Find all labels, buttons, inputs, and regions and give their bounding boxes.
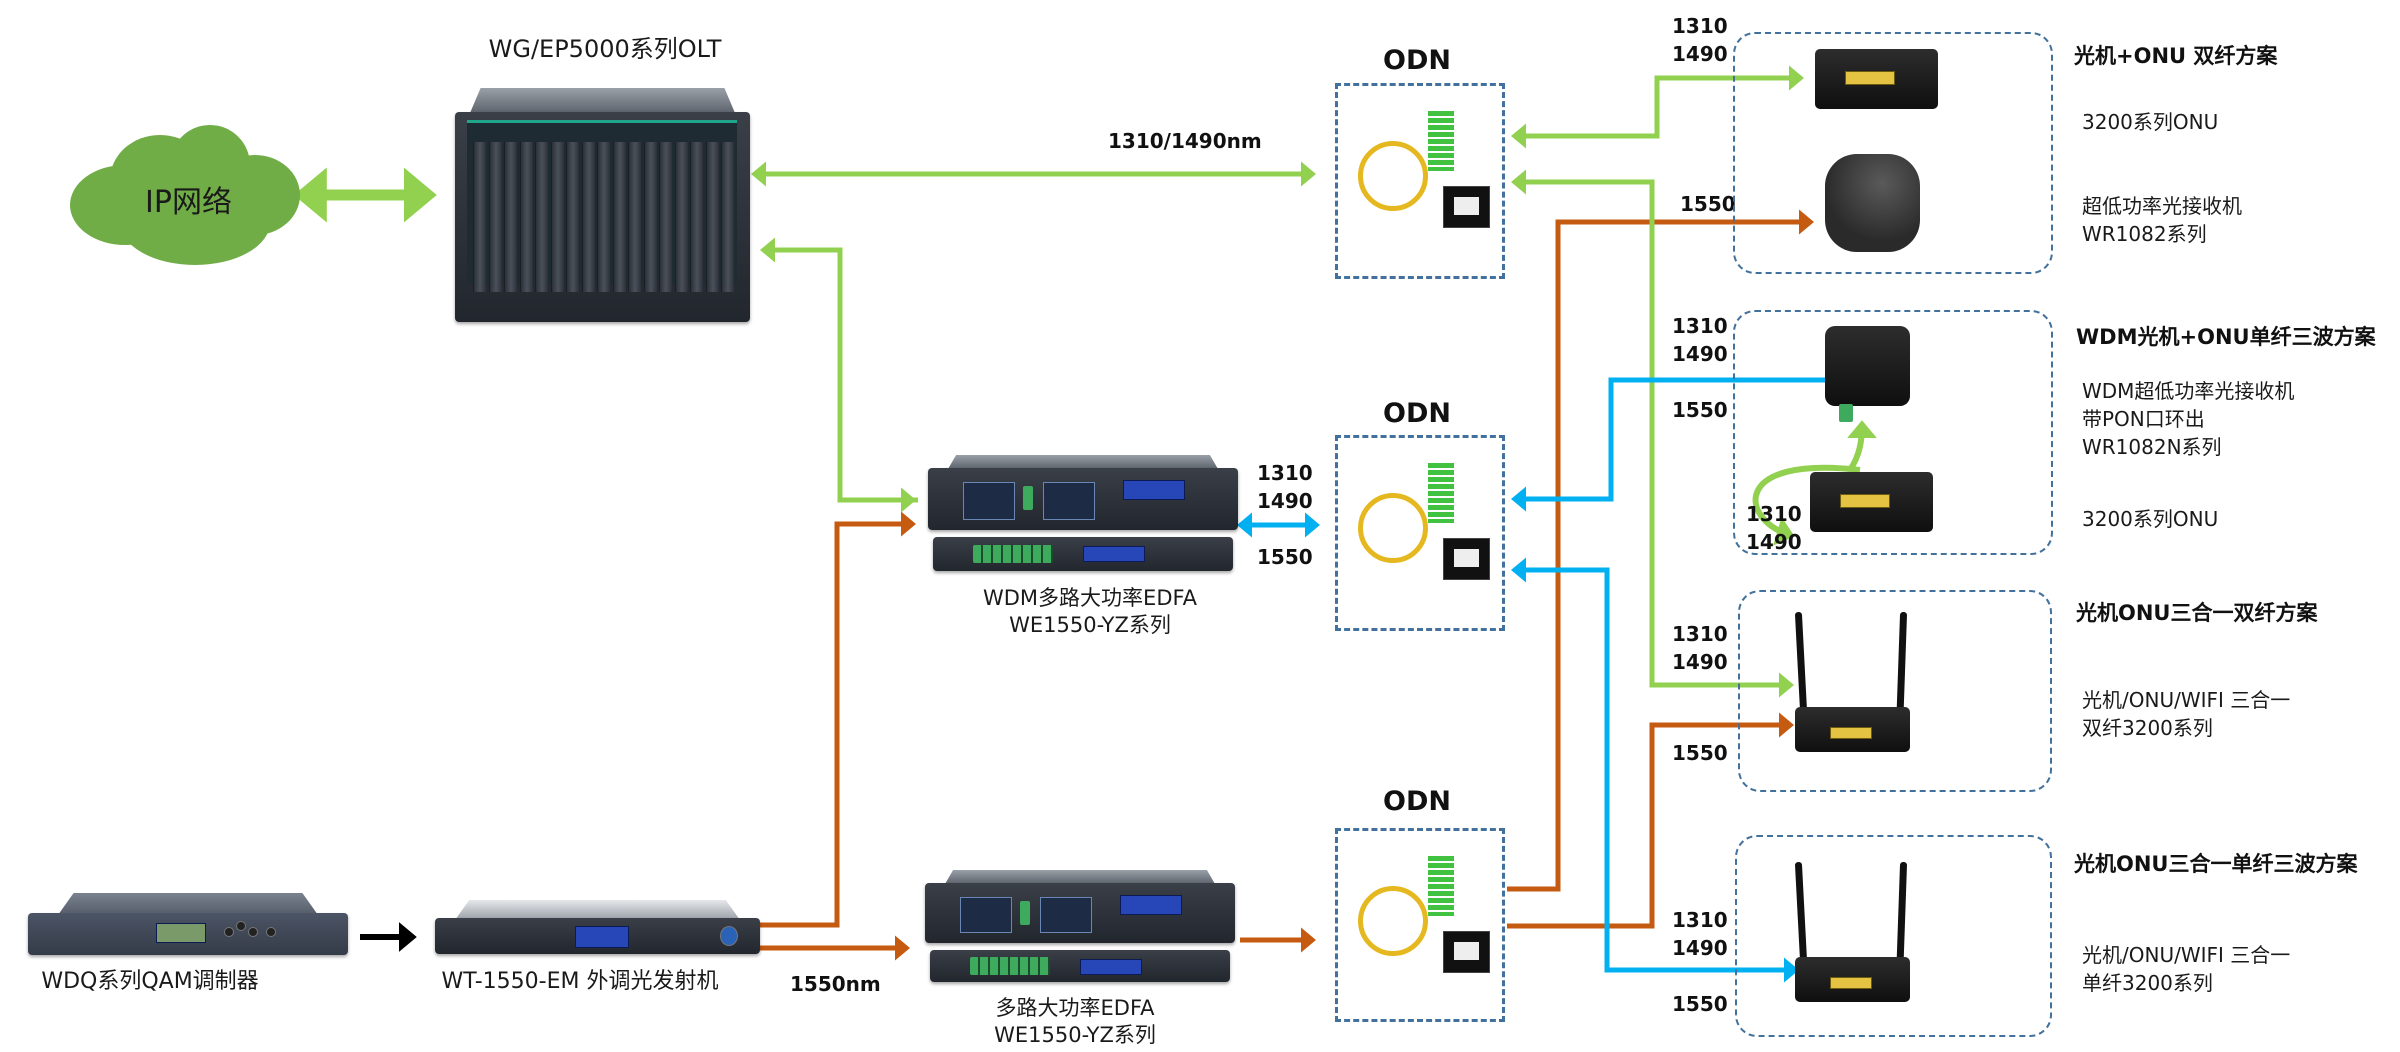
transmitter-label: WT-1550-EM 外调光发射机	[441, 969, 719, 994]
panel4-wl-1490: 1490	[1672, 936, 1728, 960]
panel2-wl-1310: 1310	[1672, 314, 1728, 338]
odn-middle-box	[1335, 435, 1505, 631]
wdm-edfa-icon	[928, 455, 1238, 575]
panel1-desc-receiver: 超低功率光接收机 WR1082系列	[2082, 192, 2242, 248]
olt-slot-card	[566, 142, 579, 292]
olt-slot-card	[721, 142, 734, 292]
panel4-desc: 光机/ONU/WIFI 三合一 单纤3200系列	[2082, 941, 2290, 997]
panel2-receiver-desc-line2: 带PON口环出	[2082, 407, 2205, 431]
panel2-title: WDM光机+ONU单纤三波方案	[2076, 325, 2376, 349]
wdm-edfa-wl-1310: 1310	[1257, 461, 1313, 485]
odn-top-box	[1335, 83, 1505, 279]
panel1-receiver-desc-line2: WR1082系列	[2082, 222, 2207, 246]
link-label-olt-odn: 1310/1490nm	[1108, 129, 1262, 153]
wire-olt-wdm-edfa	[760, 237, 918, 503]
optical-transmitter-icon	[435, 900, 760, 956]
plc-splitter-icon	[1358, 856, 1490, 996]
solution-panel-2	[1733, 310, 2053, 555]
panel4-desc-line2: 单纤3200系列	[2082, 971, 2213, 995]
wdm-edfa-wl-1490: 1490	[1257, 489, 1313, 513]
wire-odn-mid-router2	[1511, 557, 1799, 983]
link-label-tx-edfa: 1550nm	[790, 972, 881, 996]
edfa-label-2: WE1550-YZ系列	[994, 1023, 1156, 1047]
panel1-wl-1490: 1490	[1672, 42, 1728, 66]
olt-slot-card	[550, 142, 564, 292]
wire-onu-wdm-receiver	[1846, 420, 1877, 472]
panel2-inner-wl-1310: 1310	[1746, 502, 1802, 526]
solution-panel-4	[1735, 835, 2052, 1037]
panel2-inner-wl-1490: 1490	[1746, 530, 1802, 554]
olt-chassis-icon	[455, 88, 750, 323]
panel2-wl-1550: 1550	[1672, 398, 1728, 422]
ip-network-label: IP网络	[145, 185, 232, 220]
olt-slot-card	[473, 142, 486, 292]
edfa-icon	[925, 870, 1235, 985]
panel3-desc-line1: 光机/ONU/WIFI 三合一	[2082, 688, 2291, 712]
wdm-edfa-label-1: WDM多路大功率EDFA	[982, 586, 1198, 610]
optical-receiver-icon	[1825, 154, 1920, 252]
panel1-wl-1310: 1310	[1672, 14, 1728, 38]
panel4-desc-line1: 光机/ONU/WIFI 三合一	[2082, 943, 2291, 967]
wire-odn-top-onu1	[1511, 65, 1804, 149]
olt-slot-card	[612, 142, 626, 292]
wifi-router-icon	[1790, 611, 1915, 762]
olt-slot-card	[628, 142, 641, 292]
odn-middle-label: ODN	[1383, 398, 1451, 429]
olt-slot-card	[488, 142, 502, 292]
panel1-desc-onu: 3200系列ONU	[2082, 108, 2218, 136]
panel1-wl-1550: 1550	[1680, 192, 1736, 216]
panel2-receiver-desc-line3: WR1082N系列	[2082, 435, 2222, 459]
wire-odn-mid-wdm-receiver	[1511, 367, 1899, 512]
plc-splitter-icon	[1358, 111, 1490, 251]
qam-modulator-icon	[28, 893, 348, 957]
panel3-desc: 光机/ONU/WIFI 三合一 双纤3200系列	[2082, 686, 2290, 742]
panel1-onu-desc-line: 3200系列ONU	[2082, 110, 2219, 134]
wire-tx-wdm-edfa	[760, 511, 916, 928]
wdm-edfa-wl-1550: 1550	[1257, 545, 1313, 569]
panel2-desc-receiver: WDM超低功率光接收机 带PON口环出 WR1082N系列	[2082, 377, 2294, 461]
odn-bottom-box	[1335, 828, 1505, 1022]
qam-modulator-label: WDQ系列QAM调制器	[41, 969, 259, 994]
onu-icon	[1810, 472, 1933, 532]
solution-panel-3	[1738, 590, 2052, 792]
panel1-title: 光机+ONU 双纤方案	[2074, 44, 2278, 68]
olt-slot-card	[504, 142, 517, 292]
solution-panel-1	[1733, 32, 2053, 274]
panel3-wl-1490: 1490	[1672, 650, 1728, 674]
panel3-wl-1550: 1550	[1672, 741, 1728, 765]
olt-slot-card	[690, 142, 703, 292]
olt-slot-card	[519, 142, 533, 292]
panel3-desc-line2: 双纤3200系列	[2082, 716, 2213, 740]
panel4-wl-1550: 1550	[1672, 992, 1728, 1016]
plc-splitter-icon	[1358, 463, 1490, 603]
olt-slot-card	[643, 142, 657, 292]
odn-top-label: ODN	[1383, 45, 1451, 76]
wdm-edfa-label-2: WE1550-YZ系列	[1009, 613, 1171, 637]
panel3-wl-1310: 1310	[1672, 622, 1728, 646]
edfa-label-1: 多路大功率EDFA	[995, 996, 1155, 1020]
panel1-receiver-desc-line1: 超低功率光接收机	[2082, 194, 2242, 218]
olt-slot-card	[535, 142, 548, 292]
panel4-title: 光机ONU三合一单纤三波方案	[2074, 852, 2358, 876]
ip-network-cloud: IP网络	[70, 125, 310, 265]
odn-bottom-label: ODN	[1383, 786, 1451, 817]
panel2-wl-1490: 1490	[1672, 342, 1728, 366]
olt-slot-card	[597, 142, 610, 292]
olt-slot-card	[581, 142, 595, 292]
onu-icon	[1815, 49, 1938, 109]
panel4-wl-1310: 1310	[1672, 908, 1728, 932]
wifi-router-icon	[1790, 861, 1915, 1012]
wdm-receiver-icon	[1825, 326, 1910, 422]
olt-slot-card	[674, 142, 688, 292]
panel2-receiver-desc-line1: WDM超低功率光接收机	[2082, 379, 2295, 403]
panel2-desc-onu: 3200系列ONU	[2082, 505, 2218, 533]
wire-wdm-receiver-onu	[1752, 464, 1861, 546]
panel3-title: 光机ONU三合一双纤方案	[2076, 601, 2318, 625]
panel2-onu-desc-line: 3200系列ONU	[2082, 507, 2219, 531]
olt-slot-card	[705, 142, 719, 292]
olt-label: WG/EP5000系列OLT	[488, 35, 722, 63]
olt-slot-card	[659, 142, 672, 292]
